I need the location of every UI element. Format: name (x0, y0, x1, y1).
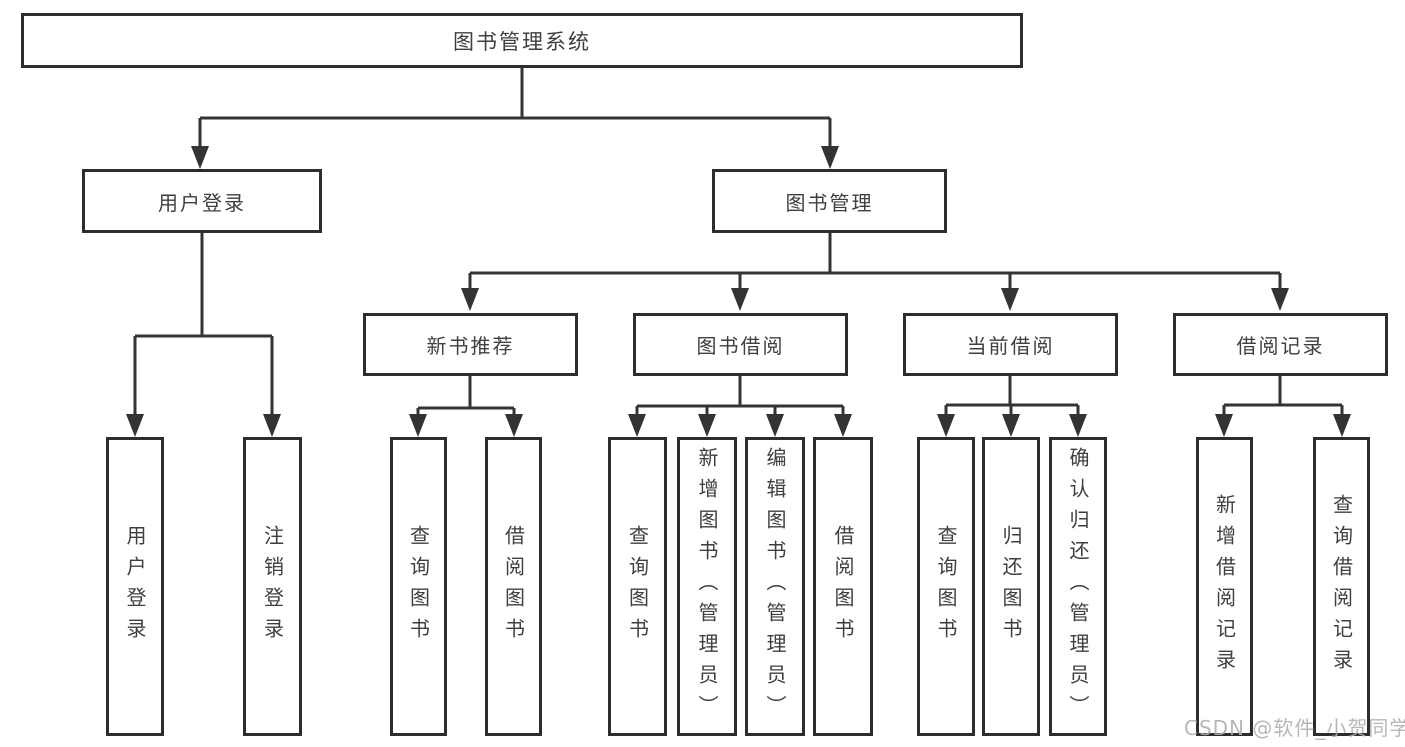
node-label: 当前借阅 (966, 334, 1055, 358)
connector-user-login-to-leaves (133, 233, 274, 415)
leaf-label: 查询图书 (625, 524, 650, 649)
leaf-label: 归还图书 (999, 524, 1023, 649)
leaf-label: 确认归还（管理员） (1066, 447, 1090, 726)
leaf-add-book-admin: 新增图书（管理员） (677, 437, 737, 736)
csdn-watermark: CSDN @软件_小贺同学 (1184, 716, 1405, 740)
node-book-management: 图书管理 (712, 169, 947, 233)
arrowhead-down-icon (698, 414, 716, 437)
leaf-add-borrow-record: 新增借阅记录 (1196, 437, 1253, 736)
leaf-label: 查询借阅记录 (1329, 493, 1354, 680)
arrowhead-down-icon (126, 414, 144, 437)
connector-root-to-level2 (198, 68, 832, 148)
leaf-confirm-return-admin: 确认归还（管理员） (1049, 437, 1107, 736)
connector-borrow-records-to-leaves (1222, 376, 1344, 415)
arrowhead-down-icon (505, 414, 523, 437)
leaf-query-books: 查询图书 (390, 437, 447, 736)
arrowhead-down-icon (1002, 414, 1020, 437)
arrowhead-down-icon (731, 288, 749, 311)
node-book-borrow: 图书借阅 (633, 313, 848, 376)
node-label: 新书推荐 (426, 334, 515, 358)
leaf-label: 查询图书 (406, 524, 431, 649)
arrowhead-down-icon (191, 146, 209, 169)
arrowhead-down-icon (1069, 414, 1087, 437)
leaf-label: 注销登录 (260, 524, 285, 649)
node-label: 借阅记录 (1236, 334, 1325, 358)
node-new-book-recommend: 新书推荐 (363, 313, 578, 376)
connector-new-book-recommend-to-leaves (416, 376, 516, 415)
arrowhead-down-icon (461, 288, 479, 311)
arrowhead-down-icon (409, 414, 427, 437)
leaf-query-books: 查询图书 (917, 437, 975, 736)
node-label: 图书借阅 (696, 334, 785, 358)
arrowhead-down-icon (263, 414, 281, 437)
leaf-label: 用户登录 (123, 524, 147, 649)
leaf-label: 借阅图书 (831, 524, 855, 649)
arrowhead-down-icon (834, 414, 852, 437)
connector-book-borrow-to-leaves (635, 376, 845, 415)
leaf-edit-book-admin: 编辑图书（管理员） (745, 437, 805, 736)
leaf-borrow-books: 借阅图书 (485, 437, 542, 736)
leaf-logout: 注销登录 (243, 437, 302, 736)
arrowhead-down-icon (1271, 288, 1289, 311)
node-label: 用户登录 (158, 190, 246, 215)
connector-book-management-to-level3 (468, 233, 1282, 290)
leaf-return-books: 归还图书 (982, 437, 1040, 736)
leaf-query-books: 查询图书 (608, 437, 667, 736)
leaf-label: 新增借阅记录 (1212, 493, 1237, 680)
node-root: 图书管理系统 (21, 13, 1023, 68)
node-user-login: 用户登录 (82, 169, 322, 233)
leaf-label: 编辑图书（管理员） (763, 447, 787, 726)
arrowhead-down-icon (937, 414, 955, 437)
arrowhead-down-icon (1333, 414, 1351, 437)
arrowhead-down-icon (628, 414, 646, 437)
arrowhead-down-icon (1001, 288, 1019, 311)
arrowhead-down-icon (766, 414, 784, 437)
leaf-label: 新增图书（管理员） (695, 447, 719, 726)
leaf-query-borrow-record: 查询借阅记录 (1313, 437, 1370, 736)
node-borrow-records: 借阅记录 (1173, 313, 1388, 376)
arrowhead-down-icon (821, 146, 839, 169)
leaf-label: 借阅图书 (501, 524, 526, 649)
leaf-borrow-books: 借阅图书 (813, 437, 873, 736)
leaf-label: 查询图书 (934, 524, 958, 649)
node-current-borrow: 当前借阅 (903, 313, 1118, 376)
node-label: 图书管理 (785, 190, 874, 215)
connector-current-borrow-to-leaves (944, 376, 1080, 415)
leaf-user-login: 用户登录 (106, 437, 164, 736)
node-label: 图书管理系统 (453, 29, 591, 54)
arrowhead-down-icon (1215, 414, 1233, 437)
